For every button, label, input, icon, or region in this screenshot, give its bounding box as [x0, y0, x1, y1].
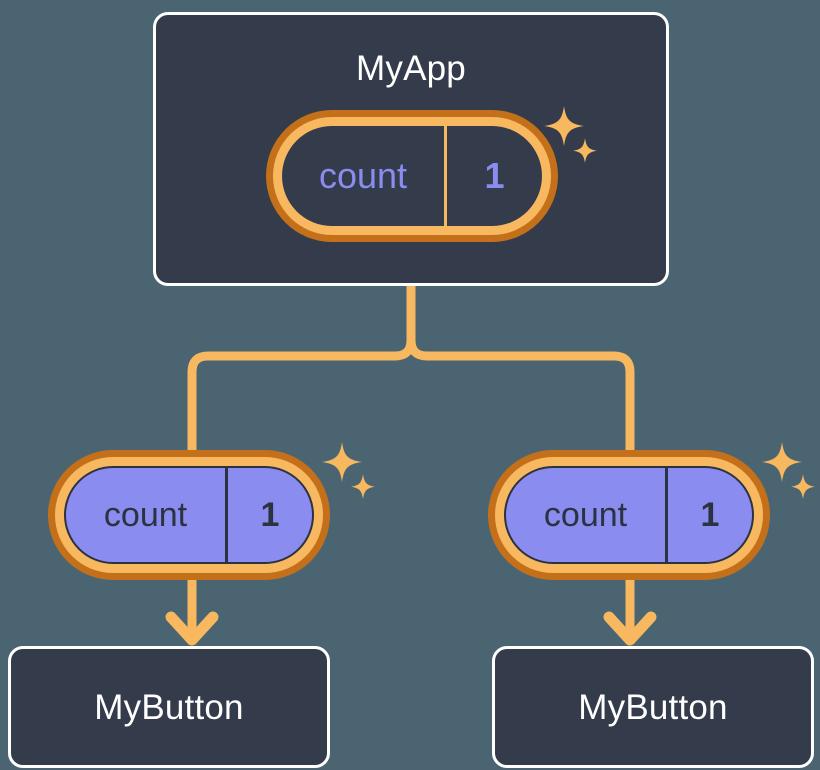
node-title-mybutton-right: MyButton: [578, 687, 728, 727]
connector-elbow-left: [187, 335, 416, 455]
state-pill-left-face: count 1: [64, 466, 314, 564]
state-pill-myapp-face: count 1: [282, 126, 542, 226]
state-pill-right[interactable]: count 1: [488, 450, 770, 580]
node-title-myapp: MyApp: [356, 49, 466, 88]
component-node-mybutton-left[interactable]: MyButton: [8, 646, 330, 768]
arrowhead-right-icon: [603, 611, 657, 646]
state-pill-right-face: count 1: [504, 466, 754, 564]
state-pill-left-key: count: [66, 468, 228, 562]
state-pill-right-ring: count 1: [495, 457, 763, 573]
state-pill-right-value: 1: [700, 496, 720, 534]
connector-elbow-right: [406, 335, 635, 455]
state-pill-myapp-value: 1: [484, 155, 505, 196]
state-pill-myapp[interactable]: count 1: [266, 110, 558, 242]
state-pill-myapp-ring: count 1: [273, 117, 551, 235]
arrowhead-left-icon: [165, 611, 219, 646]
state-pill-right-key: count: [506, 468, 668, 562]
component-node-mybutton-right[interactable]: MyButton: [492, 646, 814, 768]
state-pill-myapp-key: count: [282, 126, 447, 226]
state-pill-left-value: 1: [260, 496, 280, 534]
state-pill-left-ring: count 1: [55, 457, 323, 573]
state-pill-left[interactable]: count 1: [48, 450, 330, 580]
node-title-mybutton-left: MyButton: [94, 687, 244, 727]
